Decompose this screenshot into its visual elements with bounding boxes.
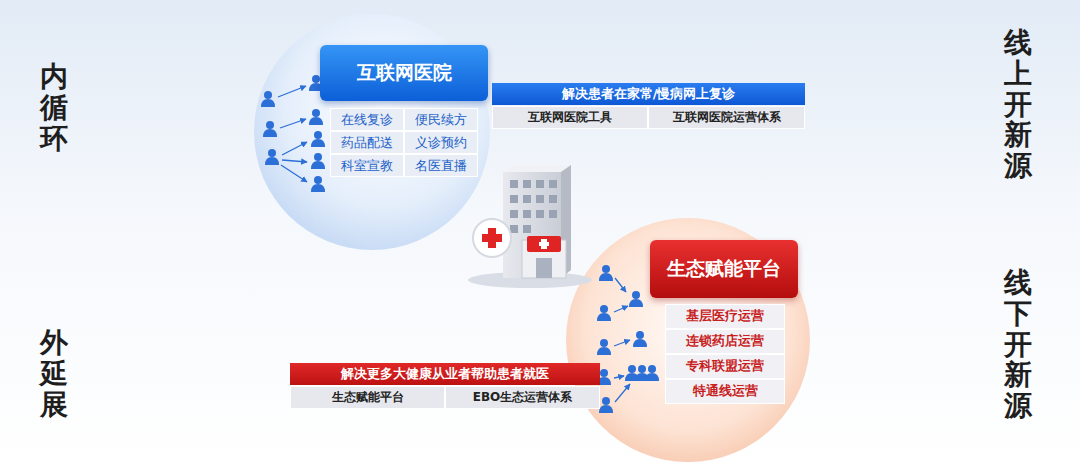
- feature-cell: 药品配送: [330, 131, 404, 154]
- node-text: 解决更多大健康从业者帮助患者就医: [341, 365, 549, 383]
- node-text: 科室宣教: [341, 157, 393, 175]
- solution-band: 解决患者在家常/慢病网上复诊: [492, 83, 805, 105]
- node-text: 便民续方: [415, 111, 467, 129]
- node-text: 互联网医院工具: [528, 109, 612, 126]
- people-icons: [261, 75, 325, 192]
- service-cell: 基层医疗运营: [665, 304, 785, 329]
- node-text: 名医直播: [415, 157, 467, 175]
- solution-band: 解决更多大健康从业者帮助患者就医: [290, 363, 600, 385]
- header-box: 生态赋能平台: [650, 240, 798, 298]
- feature-cell: 便民续方: [404, 108, 478, 131]
- header-box: 互联网医院: [320, 45, 488, 101]
- node-text: 生态赋能平台: [667, 256, 781, 282]
- feature-cell: 名医直播: [404, 154, 478, 177]
- hospital-icon: [468, 165, 592, 288]
- node-text: 专科联盟运营: [686, 358, 764, 375]
- solution-cell: 互联网医院运营体系: [648, 106, 805, 129]
- side-label: 外延展: [40, 328, 68, 420]
- node-text: 基层医疗运营: [686, 308, 764, 325]
- node-text: EBO生态运营体系: [473, 389, 573, 406]
- side-label: 线上开新源: [1004, 28, 1032, 182]
- service-cell: 连锁药店运营: [665, 329, 785, 354]
- node-text: 特通线运营: [693, 383, 758, 400]
- solution-cell: 生态赋能平台: [290, 386, 445, 409]
- service-cell: 特通线运营: [665, 379, 785, 404]
- solution-cell: 互联网医院工具: [492, 106, 648, 129]
- service-cell: 专科联盟运营: [665, 354, 785, 379]
- node-text: 互联网医院运营体系: [673, 109, 781, 126]
- node-text: 在线复诊: [341, 111, 393, 129]
- flow-arrows: [278, 86, 307, 182]
- node-text: 互联网医院: [357, 60, 452, 86]
- blue-circle: [254, 14, 490, 250]
- side-label: 线下开新源: [1004, 268, 1032, 422]
- feature-cell: 义诊预约: [404, 131, 478, 154]
- orange-circle: [566, 218, 810, 462]
- node-text: 连锁药店运营: [686, 333, 764, 350]
- node-text: 药品配送: [341, 134, 393, 152]
- flow-arrows: [614, 278, 630, 402]
- node-text: 解决患者在家常/慢病网上复诊: [562, 85, 736, 103]
- node-text: 义诊预约: [415, 134, 467, 152]
- side-label: 内循环: [40, 62, 68, 154]
- feature-cell: 在线复诊: [330, 108, 404, 131]
- solution-cell: EBO生态运营体系: [445, 386, 600, 409]
- feature-cell: 科室宣教: [330, 154, 404, 177]
- node-text: 生态赋能平台: [332, 389, 404, 406]
